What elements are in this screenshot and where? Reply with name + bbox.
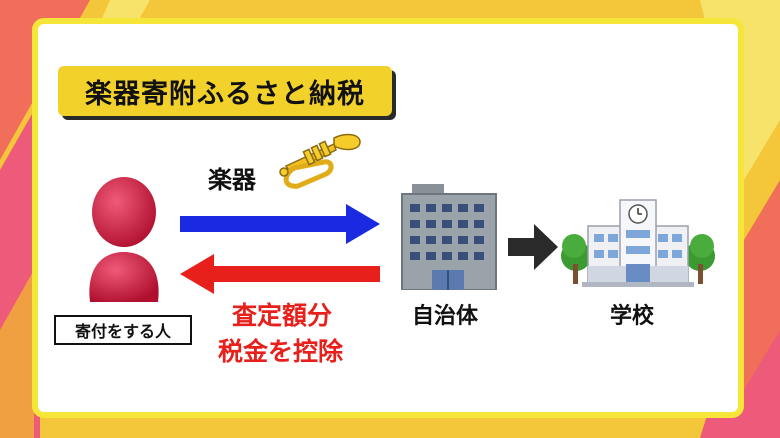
arrow-left-icon xyxy=(180,254,380,294)
arrow-right-icon xyxy=(180,204,380,244)
school-building-icon xyxy=(561,199,715,287)
municipality-label: 自治体 xyxy=(412,304,479,329)
office-building-icon xyxy=(401,184,497,290)
donor-label: 寄付をする人 xyxy=(54,315,192,345)
deduction-text-line2: 税金を控除 xyxy=(218,337,344,366)
arrow-right-icon xyxy=(508,224,558,270)
deduction-text-line1: 査定額分 xyxy=(232,301,333,330)
trumpet-icon xyxy=(279,133,361,189)
school-label: 学校 xyxy=(610,304,655,329)
person-icon xyxy=(89,177,159,302)
page-title: 楽器寄附ふるさと納税 xyxy=(85,78,365,110)
instrument-label: 楽器 xyxy=(208,166,256,194)
title-banner: 楽器寄附ふるさと納税 xyxy=(58,66,392,116)
